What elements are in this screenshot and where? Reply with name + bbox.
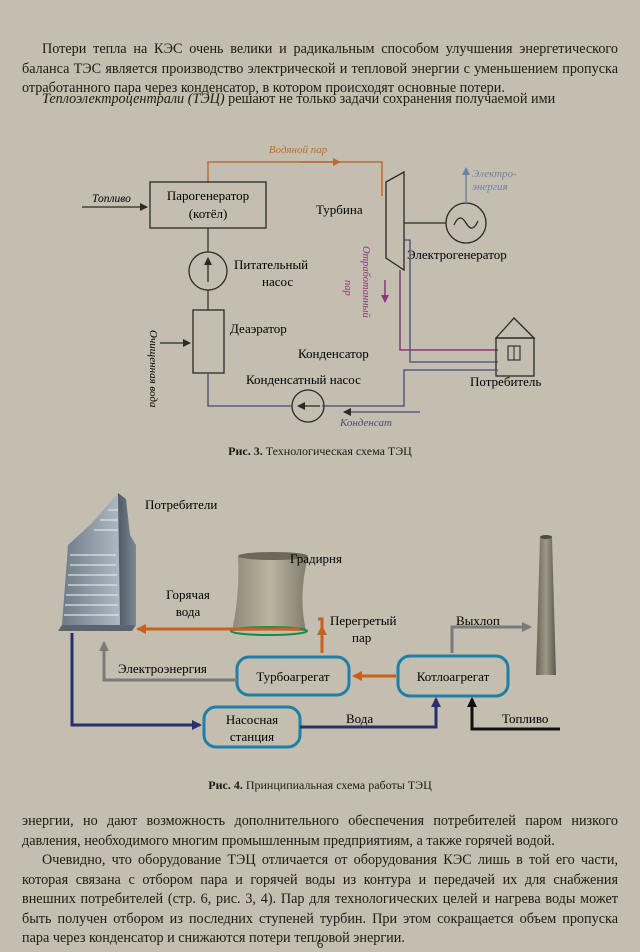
label-exhaust-steam-1: Отработанный bbox=[360, 246, 371, 319]
house-icon bbox=[495, 337, 535, 377]
turbine-unit-box bbox=[235, 655, 351, 697]
label-condensate: Конденсат bbox=[339, 417, 392, 429]
steam-line bbox=[207, 161, 383, 196]
boiler-unit-box bbox=[396, 654, 510, 698]
pump-to-deaerator-line bbox=[207, 373, 292, 407]
label-steam-generator-2: (котёл) bbox=[189, 206, 228, 221]
cooling-tower-top bbox=[238, 552, 308, 560]
condensate-return-line bbox=[322, 369, 498, 407]
label-generator: Электрогенератор bbox=[407, 247, 507, 262]
figure-3-caption-text: Технологическая схема ТЭЦ bbox=[262, 444, 412, 458]
figure-3-diagram: Водяной пар Топливо Парогенератор (котёл… bbox=[82, 144, 541, 429]
label-fuel-4: Топливо bbox=[502, 711, 548, 726]
deaerator-box bbox=[192, 309, 225, 374]
label-feed-pump-1: Питательный bbox=[234, 257, 308, 272]
figure-4-caption-label: Рис. 4. bbox=[208, 778, 243, 792]
house-roof-icon bbox=[494, 317, 536, 339]
figure-3-caption: Рис. 3. Технологическая схема ТЭЦ bbox=[0, 444, 640, 459]
label-electricity: Электроэнергия bbox=[118, 661, 207, 676]
paragraph-tec-text: решают не только задачи сохранения получ… bbox=[224, 91, 556, 107]
label-turbine-unit: Турбоагрегат bbox=[256, 669, 330, 684]
label-condensate-pump: Конденсатный насос bbox=[246, 372, 361, 387]
exhaust-line bbox=[450, 625, 528, 653]
paragraph-intro: Потери тепла на КЭС очень велики и радик… bbox=[22, 40, 618, 99]
page-number: 6 bbox=[316, 936, 324, 951]
label-steam-water: Водяной пар bbox=[269, 144, 328, 156]
label-superheated-steam-1: Перегретый bbox=[330, 613, 396, 628]
label-deaerator: Деаэратор bbox=[230, 321, 287, 336]
label-cooling-tower: Градирня bbox=[290, 551, 342, 566]
cooling-tower-icon bbox=[232, 555, 308, 631]
label-exhaust-steam-2: пар bbox=[342, 280, 353, 296]
term-tec: Теплоэлектроцентрали (ТЭЦ) bbox=[42, 91, 225, 107]
label-purified-water: Очищенная вода bbox=[147, 330, 159, 408]
turbine-shape bbox=[385, 170, 405, 272]
label-turbine: Турбина bbox=[316, 202, 363, 217]
label-condenser: Конденсатор bbox=[298, 346, 369, 361]
chimney-icon bbox=[536, 537, 556, 675]
label-boiler-unit: Котлоагрегат bbox=[417, 669, 490, 684]
skyscraper-icon bbox=[58, 493, 136, 631]
chimney-top bbox=[540, 535, 552, 539]
figure-4-caption: Рис. 4. Принципиальная схема работы ТЭЦ bbox=[0, 778, 640, 793]
condenser-line bbox=[404, 239, 498, 363]
label-steam-generator-1: Парогенератор bbox=[167, 188, 249, 203]
label-feed-pump-2: насос bbox=[262, 274, 293, 289]
figure-4-caption-text: Принципиальная схема работы ТЭЦ bbox=[242, 778, 432, 792]
exhaust-steam-line bbox=[399, 270, 498, 351]
figure-3-caption-label: Рис. 3. bbox=[228, 444, 263, 458]
paragraph-intro-text: Потери тепла на КЭС очень велики и радик… bbox=[22, 41, 618, 96]
paragraph-equipment: Очевидно, что оборудование ТЭЦ отличаетс… bbox=[22, 851, 618, 949]
alternating-current-icon bbox=[453, 217, 479, 229]
label-superheated-steam-2: пар bbox=[352, 630, 371, 645]
label-exhaust: Выхлоп bbox=[456, 613, 500, 628]
paragraph-equipment-text: Очевидно, что оборудование ТЭЦ отличаетс… bbox=[22, 852, 618, 946]
label-consumer: Потребитель bbox=[470, 374, 541, 389]
paragraph-tec: Теплоэлектроцентрали (ТЭЦ) решают не тол… bbox=[22, 90, 618, 110]
label-electric-energy-1: Электро- bbox=[472, 168, 517, 180]
label-hot-water-1: Горячая bbox=[166, 587, 210, 602]
label-consumers: Потребители bbox=[145, 497, 217, 512]
label-water: Вода bbox=[346, 711, 373, 726]
label-pump-station-1: Насосная bbox=[226, 712, 278, 727]
figure-4-diagram: Потребители Градирня Горячая вода Перегр… bbox=[58, 493, 560, 749]
cooling-tower-base bbox=[230, 626, 308, 636]
paragraph-continued: энергии, но дают возможность дополнитель… bbox=[22, 813, 618, 849]
label-pump-station-2: станция bbox=[230, 729, 274, 744]
label-fuel: Топливо bbox=[92, 193, 131, 205]
label-electric-energy-2: энергия bbox=[472, 181, 508, 193]
label-hot-water-2: вода bbox=[176, 604, 201, 619]
